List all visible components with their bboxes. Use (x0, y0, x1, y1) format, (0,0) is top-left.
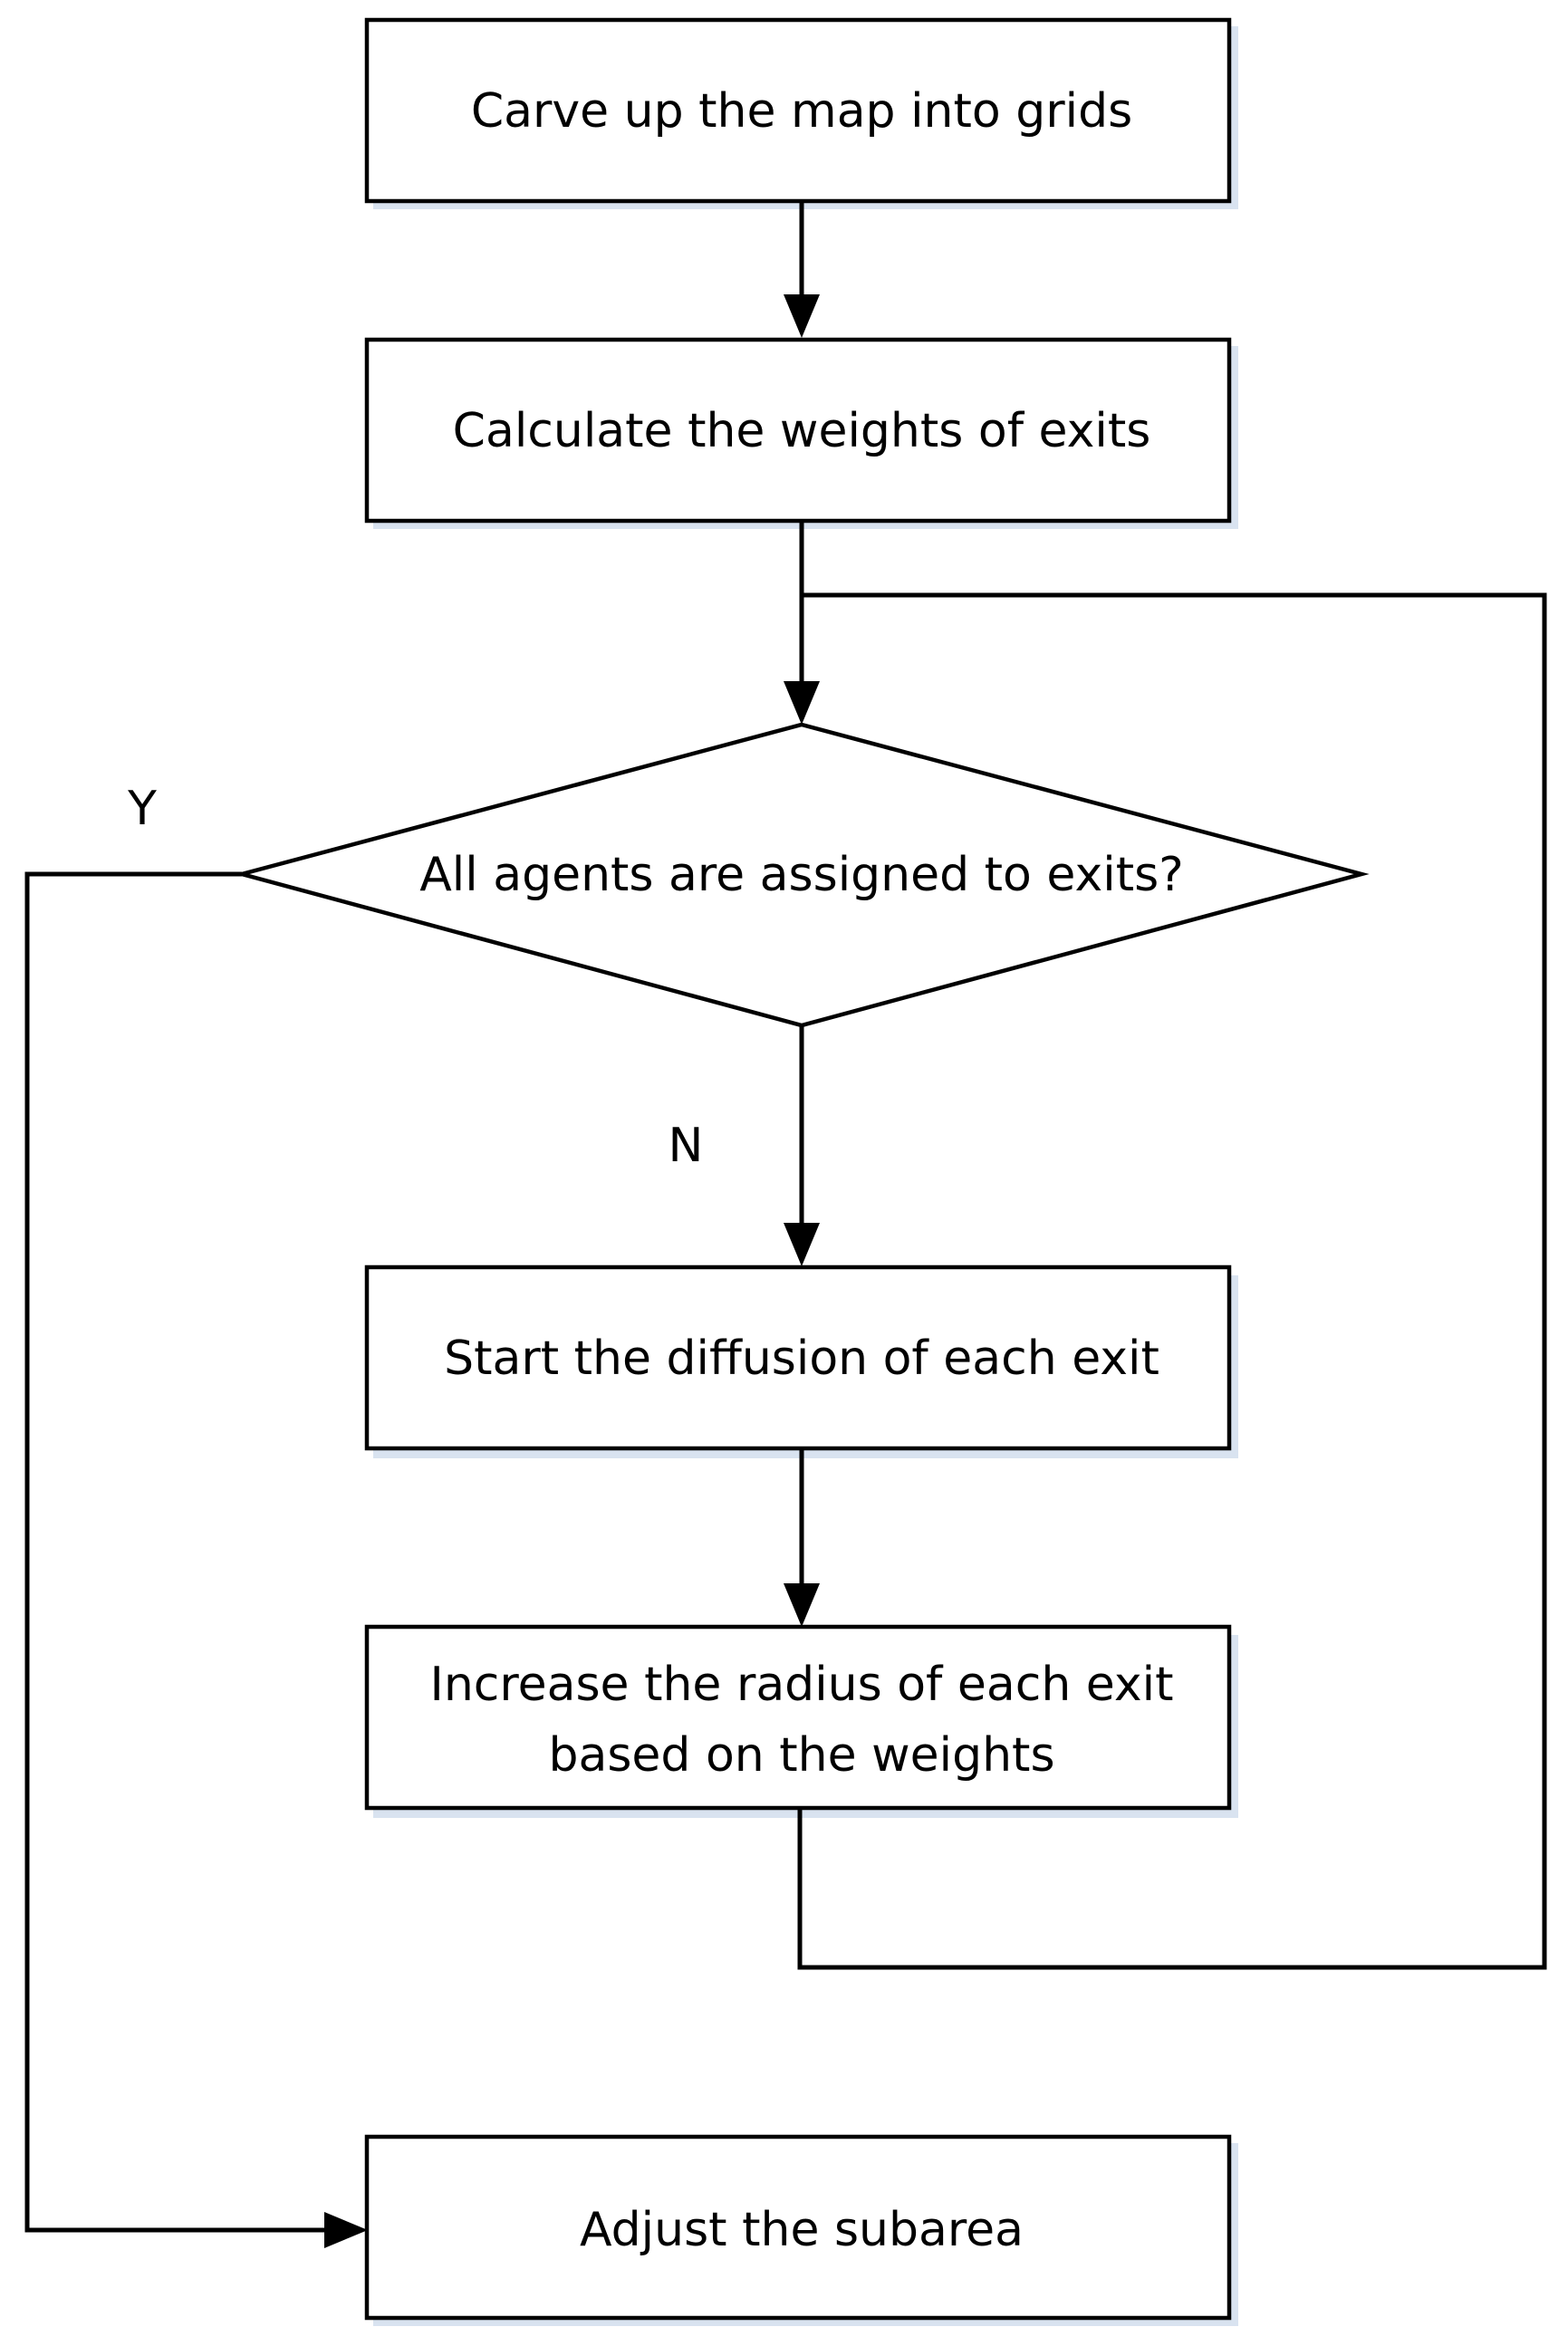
arrowhead-decision-to-diffusion (784, 1223, 820, 1266)
node-carve-label: Carve up the map into grids (471, 84, 1132, 139)
node-decision: All agents are assigned to exits? (234, 722, 1370, 1028)
arrowhead-diffusion-to-radius (784, 1583, 820, 1627)
edges (24, 201, 1547, 2248)
node-diffusion-label: Start the diffusion of each exit (444, 1332, 1159, 1386)
arrowhead-decision-to-adjust (324, 2212, 368, 2248)
edge-loop-back (797, 592, 1547, 1970)
node-adjust-label: Adjust the subarea (580, 2203, 1024, 2257)
edge-decision-to-adjust (24, 871, 324, 2233)
node-weights-label: Calculate the weights of exits (453, 404, 1151, 458)
node-decision-label: All agents are assigned to exits? (419, 848, 1184, 902)
node-carve: Carve up the map into grids (364, 17, 1232, 204)
node-adjust: Adjust the subarea (364, 2134, 1232, 2321)
node-radius-label-line1: Increase the radius of each exit (429, 1658, 1173, 1712)
node-diffusion: Start the diffusion of each exit (364, 1264, 1232, 1451)
branch-label-no: N (669, 1119, 704, 1173)
node-weights: Calculate the weights of exits (364, 337, 1232, 524)
arrowhead-carve-to-weights (784, 294, 820, 338)
branch-label-yes: Y (127, 782, 157, 836)
arrowhead-weights-to-decision (784, 681, 820, 725)
node-radius: Increase the radius of each exit based o… (364, 1624, 1232, 1811)
node-radius-label-line2: based on the weights (548, 1728, 1054, 1783)
